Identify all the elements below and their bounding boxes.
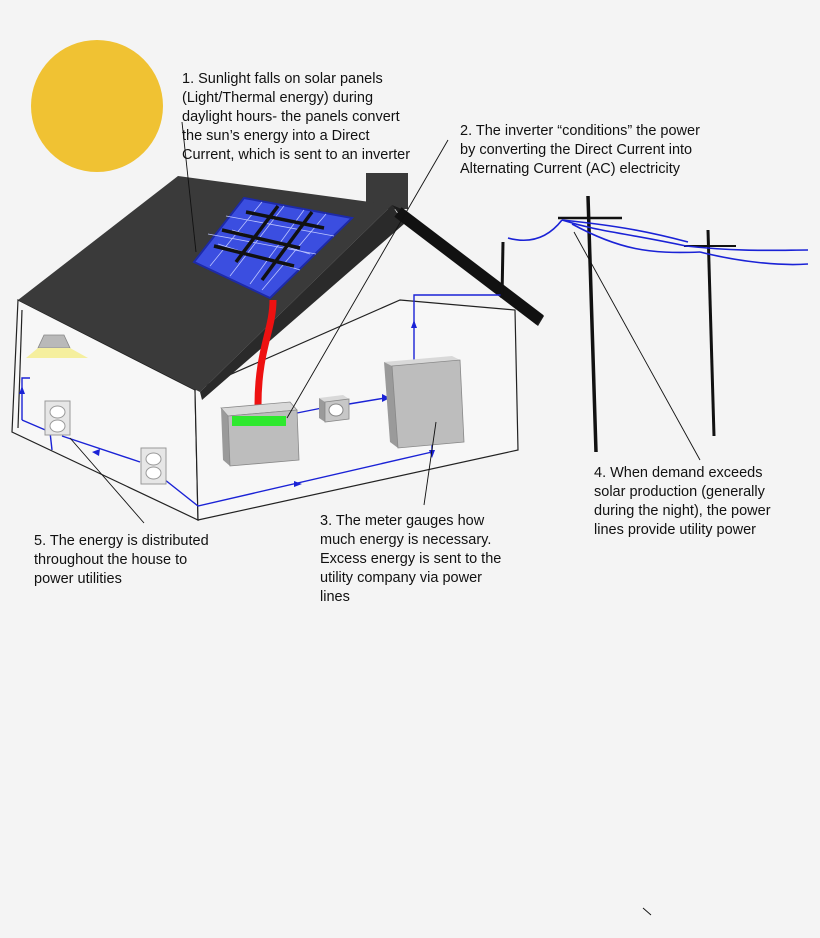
house-mast	[500, 241, 505, 299]
step-2-inverter-label: 2. The inverter “conditions” the power b…	[460, 123, 700, 177]
ceiling-lamp	[26, 334, 88, 358]
leader-lines	[69, 121, 701, 916]
power-pole-near	[558, 195, 622, 453]
outlet-left	[44, 400, 71, 436]
step-5-distribution-label: 5. The energy is distributed throughout …	[34, 533, 209, 587]
wiring-arrows	[19, 320, 435, 487]
dc-cable	[254, 299, 277, 406]
power-lines	[507, 219, 809, 266]
step-3-meter-label: 3. The meter gauges how much energy is n…	[320, 513, 502, 605]
step-1-sunlight-label: 1. Sunlight falls on solar panels (Light…	[182, 71, 411, 163]
inverter	[220, 401, 300, 467]
meter	[319, 395, 350, 423]
sun	[31, 40, 163, 172]
inverter-display	[232, 416, 286, 426]
outlet-right	[140, 447, 167, 485]
step-4-utility-label: 4. When demand exceeds solar production …	[594, 465, 771, 538]
electrical-panel	[384, 356, 465, 449]
solar-panel	[192, 196, 355, 300]
power-pole-far	[684, 229, 736, 437]
